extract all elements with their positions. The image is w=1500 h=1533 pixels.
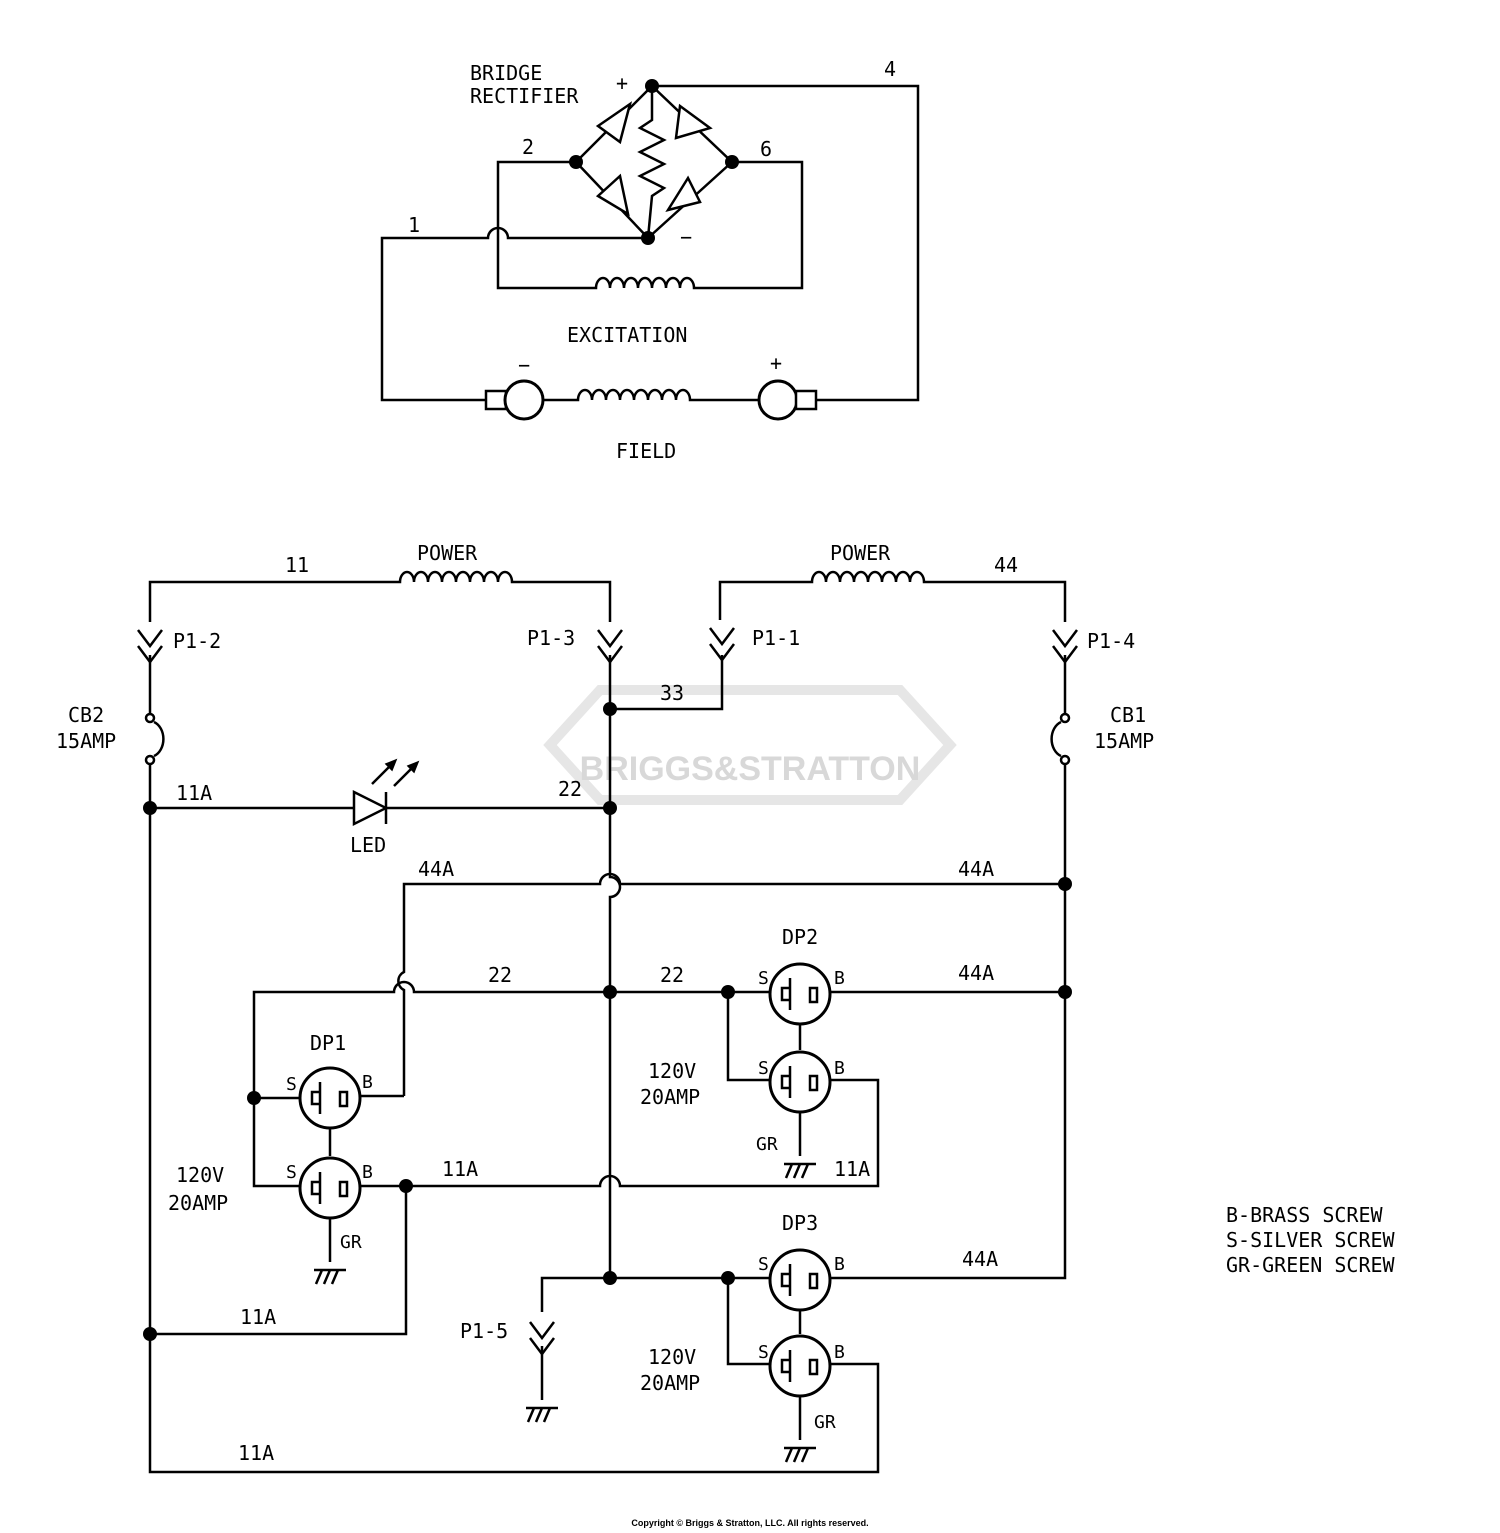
circuit-breaker-terminals: [144, 712, 1071, 766]
excitation-label: EXCITATION: [567, 323, 687, 347]
excitation-coil: [580, 276, 710, 290]
dp1-voltage-label: 120V: [176, 1163, 224, 1187]
dp1-b-top: B: [362, 1072, 373, 1093]
dp3-gr: GR: [814, 1412, 836, 1433]
cb1-label: CB1: [1110, 703, 1146, 727]
p1-4-label: P1-4: [1087, 629, 1135, 653]
power-junctions: [143, 702, 1072, 1341]
wire-4-label: 4: [884, 57, 896, 81]
dp3-upper-receptacle: [768, 1248, 832, 1312]
minus-terminal-label: −: [680, 225, 692, 249]
plus-terminal-label: +: [616, 71, 628, 95]
wire-11a-bottom-label: 11A: [238, 1441, 274, 1465]
dp3-ground-icon: [782, 1446, 818, 1464]
dp1-label: DP1: [310, 1031, 346, 1055]
wire-11a-dp1-label: 11A: [442, 1157, 478, 1181]
led-indicator: [352, 758, 420, 827]
p1-3-label: P1-3: [527, 626, 575, 650]
dp1-ground-icon: [312, 1268, 348, 1286]
dp2-b-bottom: B: [834, 1058, 845, 1079]
wire-11-label: 11: [285, 553, 309, 577]
field-label: FIELD: [616, 439, 676, 463]
power-wiring: [148, 570, 1067, 1474]
dp1-gr: GR: [340, 1232, 362, 1253]
dp3-voltage-label: 120V: [648, 1345, 696, 1369]
svg-text:BRIGGS&STRATTON: BRIGGS&STRATTON: [580, 750, 921, 788]
wire-22-mid-right-label: 22: [660, 963, 684, 987]
brush-minus-label: −: [518, 353, 530, 377]
copyright-notice: Copyright © Briggs & Stratton, LLC. All …: [631, 1518, 868, 1528]
wire-11a-lower-label: 11A: [240, 1305, 276, 1329]
cb1-rating-label: 15AMP: [1094, 729, 1154, 753]
wire-44a-dp3-label: 44A: [962, 1247, 998, 1271]
dp2-amp-label: 20AMP: [640, 1085, 700, 1109]
dp3-amp-label: 20AMP: [640, 1371, 700, 1395]
wire-44a-dp2-label: 44A: [958, 961, 994, 985]
screw-legend: B-BRASS SCREW S-SILVER SCREW GR-GREEN SC…: [1226, 1203, 1396, 1277]
led-label: LED: [350, 833, 386, 857]
wire-22-mid-left-label: 22: [488, 963, 512, 987]
dp3-b-top: B: [834, 1254, 845, 1275]
dp1-lower-receptacle: [298, 1156, 362, 1220]
wire-11a-led-label: 11A: [176, 781, 212, 805]
excitation-labels: BRIDGE RECTIFIER + − 1 2 4 6 EXCITATION …: [408, 57, 896, 463]
dp2-upper-receptacle: [768, 962, 832, 1026]
wire-6-label: 6: [760, 137, 772, 161]
wire-44a-top-left-label: 44A: [418, 857, 454, 881]
legend-brass: B-BRASS SCREW: [1226, 1203, 1383, 1227]
dp1-s-bottom: S: [286, 1162, 297, 1183]
dp1-b-bottom: B: [362, 1162, 373, 1183]
cb2-rating-label: 15AMP: [56, 729, 116, 753]
dp1-amp-label: 20AMP: [168, 1191, 228, 1215]
brush-plus-label: +: [770, 351, 782, 375]
wire-44-label: 44: [994, 553, 1018, 577]
dp3-label: DP3: [782, 1211, 818, 1235]
power-left-label: POWER: [417, 541, 478, 565]
rectifier-diodes: [595, 101, 713, 217]
dp2-label: DP2: [782, 925, 818, 949]
wire-44a-top-right-label: 44A: [958, 857, 994, 881]
field-coil: [484, 379, 818, 421]
wire-11a-dp2-label: 11A: [834, 1157, 870, 1181]
brand-watermark: BRIGGS&STRATTON: [543, 685, 957, 805]
dp2-b-top: B: [834, 968, 845, 989]
dp2-s-top: S: [758, 968, 769, 989]
dp2-gr: GR: [756, 1134, 778, 1155]
wire-2-label: 2: [522, 135, 534, 159]
p1-5-ground-icon: [524, 1406, 560, 1424]
power-right-label: POWER: [830, 541, 891, 565]
wire-1-label: 1: [408, 213, 420, 237]
cb2-label: CB2: [68, 703, 104, 727]
excitation-junctions: [569, 79, 739, 245]
dp1-upper-receptacle: [298, 1066, 362, 1130]
power-labels: POWER POWER 11 44 33 P1-2 P1-3 P1-1 P1-4…: [56, 541, 1154, 1465]
dp2-ground-icon: [782, 1162, 818, 1180]
dp3-s-top: S: [758, 1254, 769, 1275]
p1-1-label: P1-1: [752, 626, 800, 650]
p1-2-label: P1-2: [173, 629, 221, 653]
dp3-lower-receptacle: [768, 1334, 832, 1398]
wire-22-led-label: 22: [558, 777, 582, 801]
dp3-s-bottom: S: [758, 1342, 769, 1363]
legend-silver: S-SILVER SCREW: [1226, 1228, 1396, 1252]
dp1-s-top: S: [286, 1074, 297, 1095]
p1-5-label: P1-5: [460, 1319, 508, 1343]
dp2-s-bottom: S: [758, 1058, 769, 1079]
dp2-voltage-label: 120V: [648, 1059, 696, 1083]
bridge-rectifier-label-2: RECTIFIER: [470, 84, 579, 108]
dp2-lower-receptacle: [768, 1050, 832, 1114]
legend-green: GR-GREEN SCREW: [1226, 1253, 1396, 1277]
bridge-rectifier-label: BRIDGE: [470, 61, 542, 85]
wire-33-label: 33: [660, 681, 684, 705]
dp3-b-bottom: B: [834, 1342, 845, 1363]
